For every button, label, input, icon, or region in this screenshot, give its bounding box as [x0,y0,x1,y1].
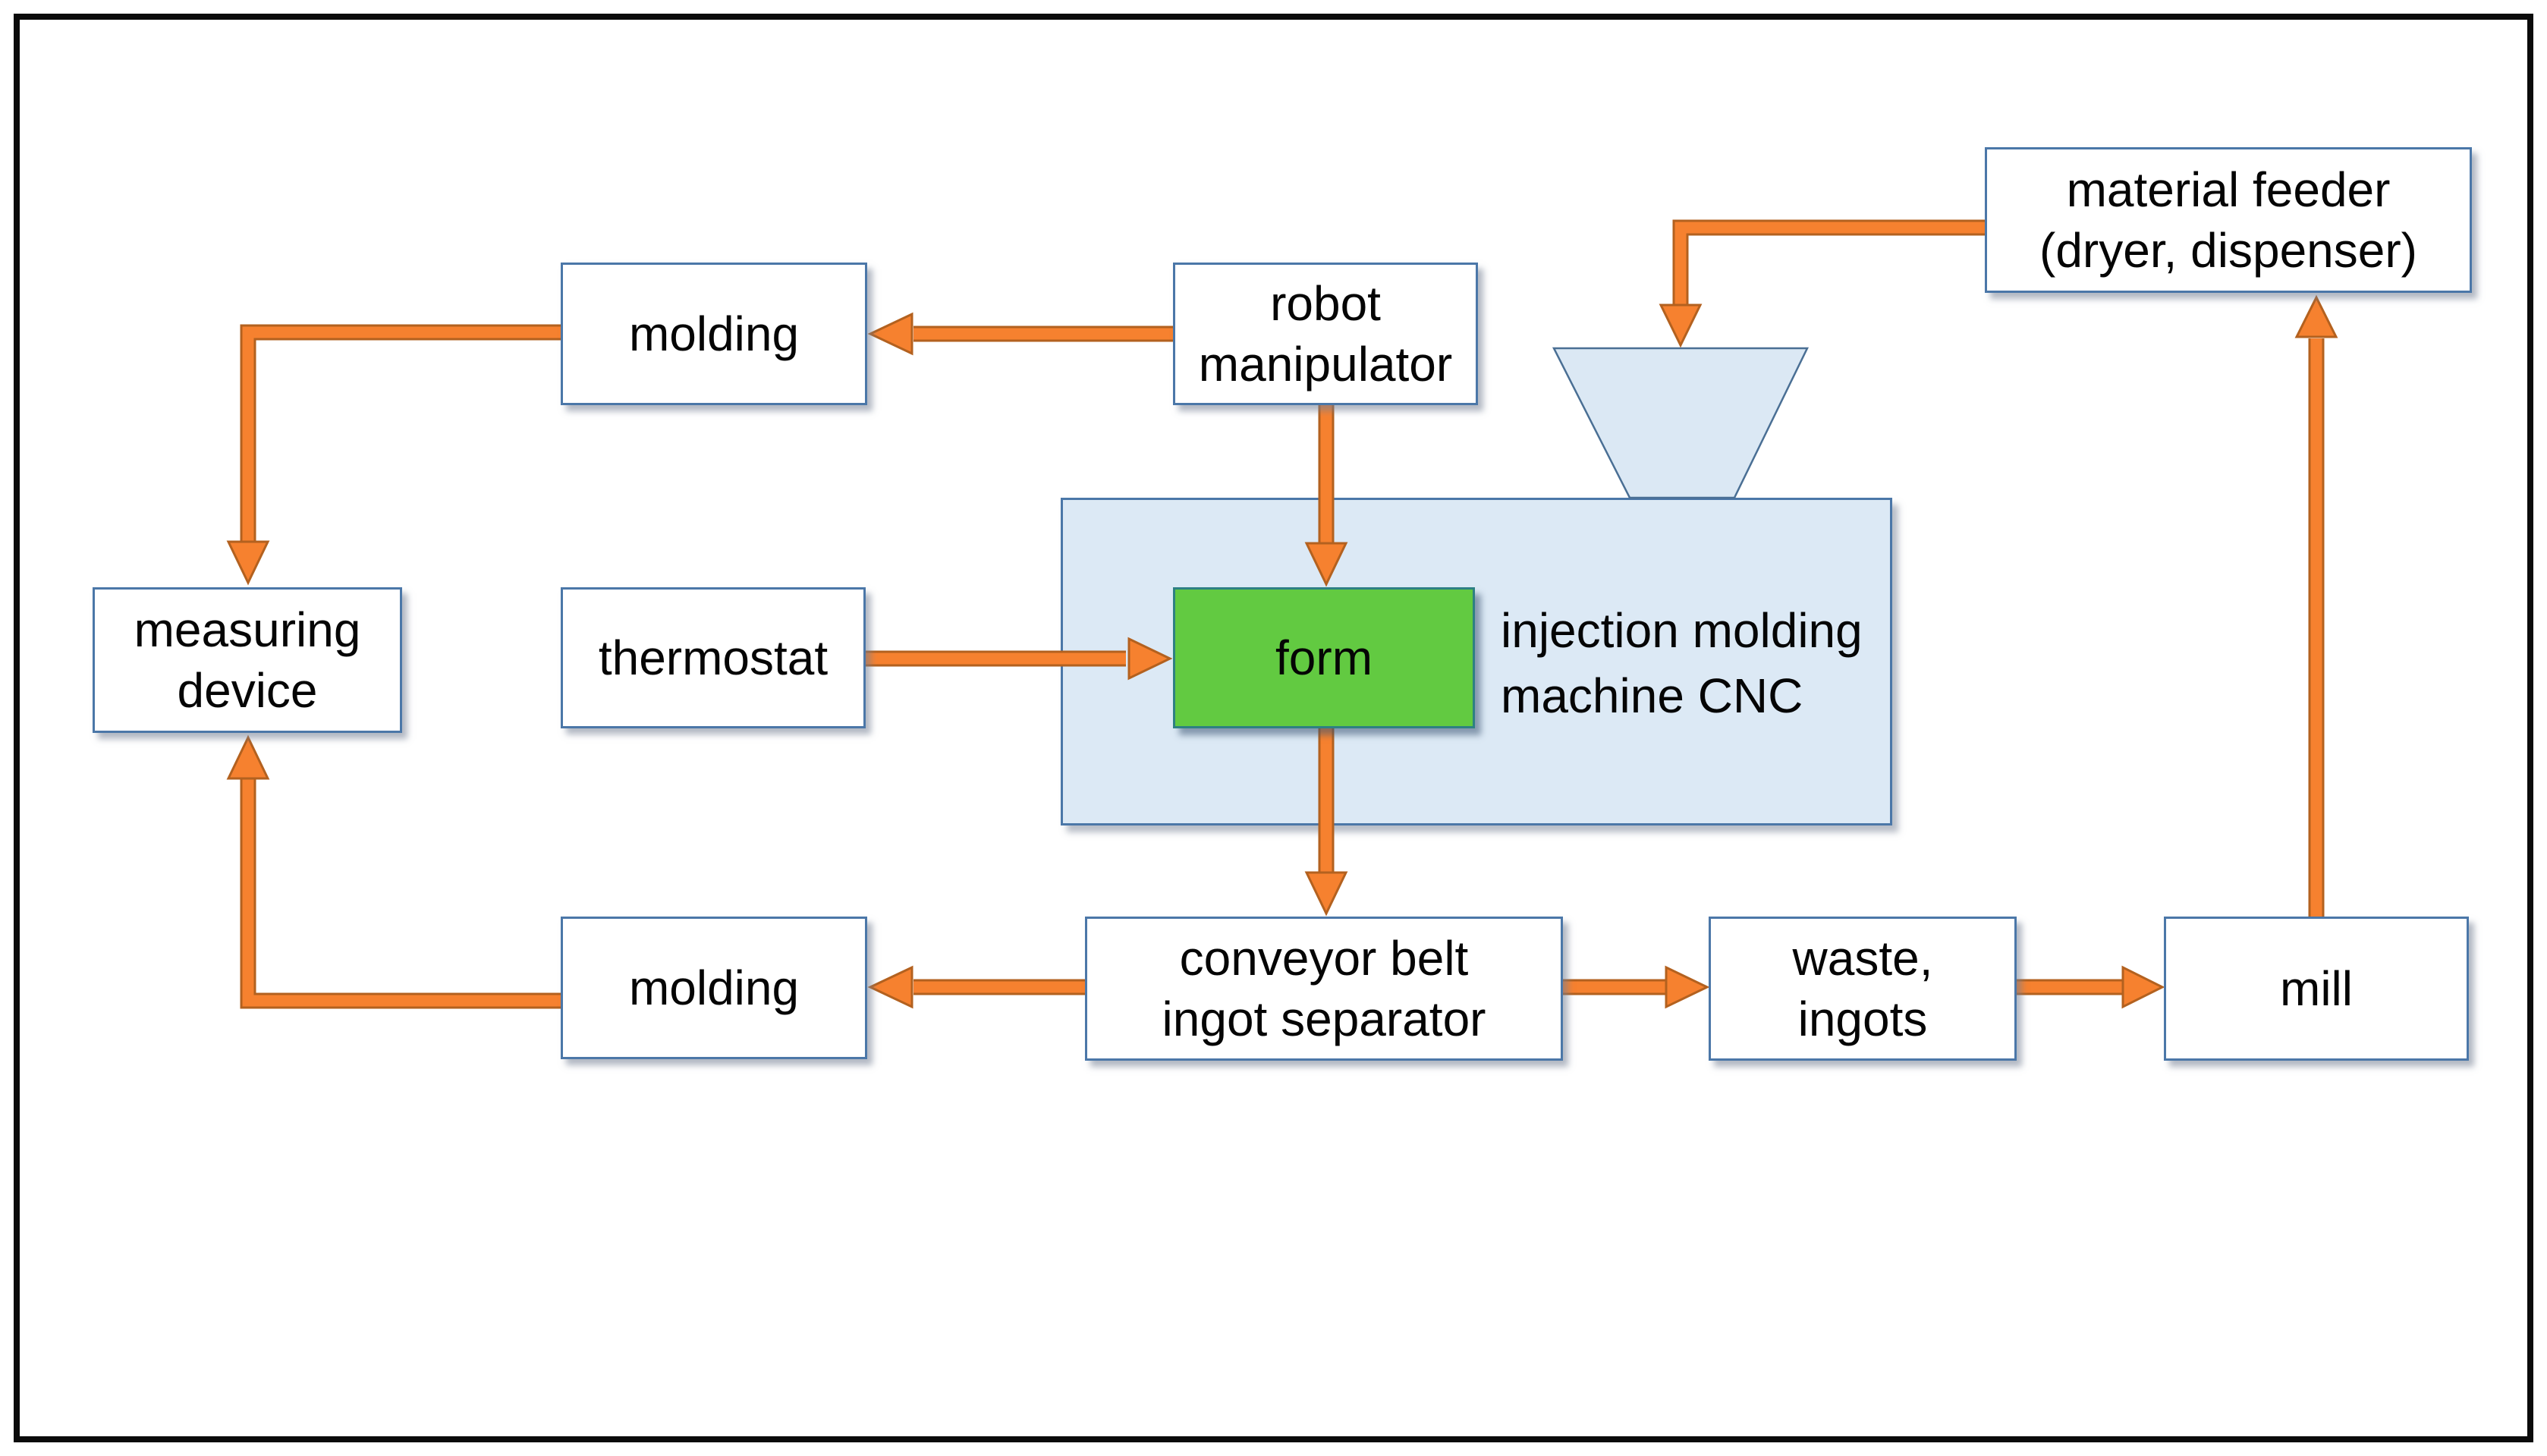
hopper-funnel-icon [1552,347,1809,499]
node-molding-top: molding [561,263,867,405]
node-label: (dryer, dispenser) [2039,223,2417,278]
node-molding-bottom: molding [561,917,867,1059]
arrow-robot-to-form [1304,405,1348,587]
node-robot-manipulator: robot manipulator [1173,263,1478,405]
node-thermostat: thermostat [561,587,866,728]
node-label: conveyor belt [1179,931,1469,986]
node-label: thermostat [598,631,829,685]
machine-label-line1: injection molding [1501,603,1863,658]
node-label: ingots [1797,992,1928,1046]
node-waste-ingots: waste, ingots [1709,917,2017,1061]
machine-label-line2: machine CNC [1501,668,1803,723]
arrow-robot-to-molding-top [867,312,1173,356]
arrow-molding-top-to-measuring [226,324,561,586]
node-label: material feeder [2066,162,2391,217]
node-label: molding [628,307,800,361]
node-label: robot [1270,276,1381,331]
arrow-thermostat-to-form [866,637,1173,681]
node-material-feeder: material feeder (dryer, dispenser) [1985,147,2472,293]
node-label: molding [628,961,800,1015]
machine-label: injection molding machine CNC [1501,598,1895,728]
node-form: form [1173,587,1475,728]
node-measuring-device: measuring device [93,587,402,733]
arrow-mill-to-feeder [2294,294,2338,917]
node-label: ingot separator [1162,992,1486,1046]
arrow-conveyor-to-molding-bottom [867,965,1085,1009]
arrow-waste-to-mill [2017,965,2165,1009]
node-label: manipulator [1198,337,1453,392]
arrow-feeder-to-hopper [1659,219,1985,348]
node-label: mill [2280,961,2353,1016]
arrow-conveyor-to-waste [1563,965,1710,1009]
node-conveyor-separator: conveyor belt ingot separator [1085,917,1563,1061]
arrow-molding-bottom-to-measuring [226,734,561,1009]
node-mill: mill [2164,917,2469,1061]
node-label: form [1275,631,1373,685]
node-label: waste, [1792,931,1933,986]
node-label: device [177,663,318,718]
page-border [14,14,2533,1442]
arrow-form-to-conveyor [1304,727,1348,917]
node-label: measuring [134,602,361,657]
